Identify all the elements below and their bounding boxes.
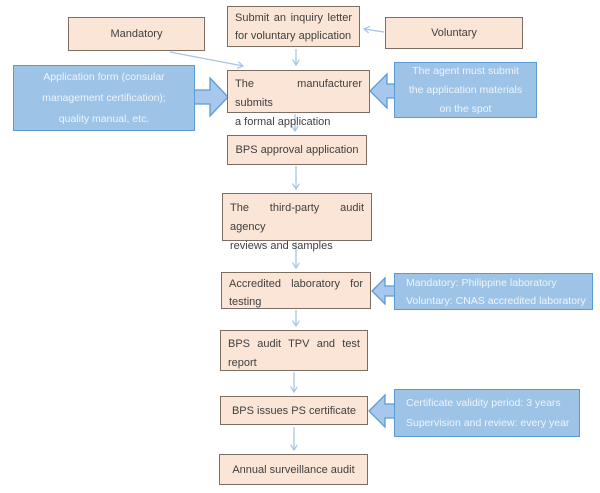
process-box-mandatory-label: Mandatory (110, 28, 163, 40)
process-box-bps-issues-certificate: BPS issues PS certificate (220, 396, 368, 425)
note-agent-submit-line1: The agent must submit (412, 64, 519, 77)
note-laboratory-type-line2: Voluntary: CNAS accredited laboratory (406, 294, 586, 307)
process-box-voluntary-label: Voluntary (431, 27, 477, 39)
process-box-bps-issues-label: BPS issues PS certificate (231, 404, 357, 417)
process-box-third-party-line1: The third-party audit agency (230, 202, 364, 233)
process-box-accredited-lab-line1: Accredited laboratory for (229, 278, 363, 290)
process-box-third-party-line2: reviews and samples (230, 240, 333, 252)
process-box-bps-audit-report: BPS audit TPV and test report (220, 330, 368, 371)
process-box-third-party-audit: The third-party audit agency reviews and… (222, 193, 372, 252)
block-arrow-application-form (192, 76, 229, 118)
process-box-bps-audit-line1: BPS audit TPV and test (228, 338, 360, 350)
process-box-voluntary: Voluntary (385, 17, 523, 49)
process-box-bps-audit-line2: report (228, 357, 257, 369)
process-box-bps-approval: BPS approval application (227, 135, 367, 165)
process-box-inquiry-line1: Submit an inquiry letter (235, 12, 352, 24)
note-certificate-validity-line1: Certificate validity period: 3 years (406, 397, 561, 409)
process-box-bps-approval-label: BPS approval application (235, 144, 359, 156)
process-box-manufacturer: The manufacturer submits a formal applic… (227, 70, 370, 128)
note-box-certificate-validity: Certificate validity period: 3 years Sup… (394, 389, 580, 437)
note-application-form-line3: quality manual, etc. (58, 112, 150, 125)
note-certificate-validity-line2: Supervision and review: every year (406, 417, 570, 429)
note-box-application-form: Application form (consular management ce… (13, 65, 195, 131)
connector-voluntary-to-inquiry (364, 29, 385, 32)
note-agent-submit-line2: the application materials (408, 83, 523, 96)
process-box-annual-label: Annual surveillance audit (232, 463, 355, 476)
note-application-form-line1: Application form (consular (43, 70, 165, 83)
process-box-inquiry: Submit an inquiry letter for voluntary a… (227, 6, 360, 47)
note-agent-submit-line3: on the spot (439, 102, 492, 115)
process-box-manufacturer-line1: The manufacturer submits (235, 78, 362, 109)
note-laboratory-type-line1: Mandatory: Philippine laboratory (406, 276, 557, 289)
note-box-laboratory-type: Mandatory: Philippine laboratory Volunta… (394, 273, 593, 310)
process-box-accredited-lab: Accredited laboratory for testing (221, 272, 371, 309)
process-box-inquiry-line2: for voluntary application (235, 30, 352, 42)
note-box-agent-submit: The agent must submit the application ma… (394, 62, 537, 118)
note-application-form-line2: management certification); (42, 91, 166, 104)
process-box-accredited-lab-line2: testing (229, 296, 262, 308)
process-box-manufacturer-line2: a formal application (235, 116, 331, 128)
process-box-mandatory: Mandatory (68, 17, 205, 51)
connector-mandatory-to-manufacturer (169, 51, 243, 66)
process-box-annual-surveillance: Annual surveillance audit (219, 454, 368, 485)
